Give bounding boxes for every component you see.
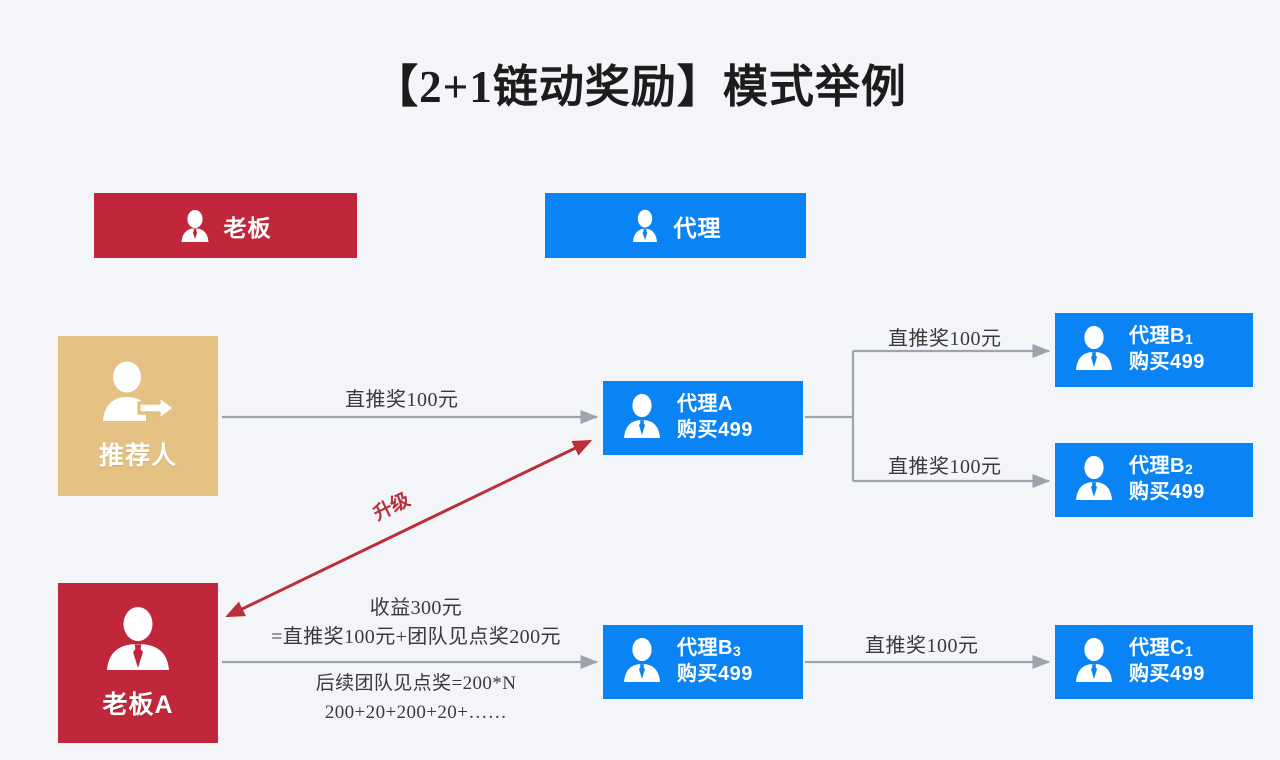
person-tie-icon — [1073, 325, 1115, 376]
node-label-referrer: 推荐人 — [98, 441, 177, 470]
node-agentC1[interactable]: 代理C1 购买499 — [1055, 625, 1253, 699]
person-tie-icon — [101, 606, 175, 677]
node-purchase-agentB3: 购买499 — [677, 663, 753, 685]
boss-future-line2: 200+20+200+20+…… — [324, 701, 508, 723]
node-name-agentB1: 代理B1 — [1129, 325, 1194, 348]
person-tie-icon — [630, 209, 660, 243]
legend-label-agent: 代理 — [673, 214, 722, 241]
person-tie-icon — [1073, 455, 1115, 506]
edge-label-agentA-to-agentB1: 直推奖100元 — [888, 328, 1002, 350]
edge-label-upgrade: 升级 — [370, 489, 414, 526]
legend-item-agent[interactable]: 代理 — [545, 193, 806, 258]
page-title: 【2+1链动奖励】模式举例 — [373, 62, 907, 112]
node-purchase-agentA: 购买499 — [677, 419, 753, 441]
node-name-agentB3: 代理B3 — [677, 637, 742, 660]
node-agentA[interactable]: 代理A 购买499 — [603, 381, 803, 455]
edge-label-agentA-to-agentB2: 直推奖100元 — [888, 456, 1002, 478]
legend-item-boss[interactable]: 老板 — [94, 193, 357, 258]
person-tie-icon — [1073, 637, 1115, 688]
boss-earnings-line2: =直推奖100元+团队见点奖200元 — [271, 626, 561, 648]
node-name-agentB2: 代理B2 — [1129, 455, 1194, 478]
node-agentB2[interactable]: 代理B2 购买499 — [1055, 443, 1253, 517]
node-name-agentA: 代理A — [677, 393, 733, 416]
boss-future-note: 后续团队见点奖=200*N 200+20+200+20+…… — [236, 670, 596, 727]
node-purchase-agentB2: 购买499 — [1129, 481, 1205, 503]
edge-upgrade-bidirectional — [225, 439, 593, 618]
node-agentB1[interactable]: 代理B1 购买499 — [1055, 313, 1253, 387]
edge-label-referrer-to-agentA: 直推奖100元 — [345, 389, 459, 411]
node-name-agentC1: 代理C1 — [1129, 637, 1194, 660]
node-label-bossA: 老板A — [102, 690, 174, 719]
node-purchase-agentC1: 购买499 — [1129, 663, 1205, 685]
edge-label-agentB3-to-agentC1: 直推奖100元 — [865, 635, 979, 657]
boss-earnings-line1: 收益300元 — [369, 597, 463, 619]
node-bossA[interactable]: 老板A — [58, 583, 218, 743]
boss-earnings-note: 收益300元 =直推奖100元+团队见点奖200元 — [236, 594, 596, 652]
person-icon — [180, 209, 210, 243]
person-arrow-icon — [95, 361, 181, 428]
node-agentB3[interactable]: 代理B3 购买499 — [603, 625, 803, 699]
node-purchase-agentB1: 购买499 — [1129, 351, 1205, 373]
node-referrer[interactable]: 推荐人 — [58, 336, 218, 496]
person-tie-icon — [621, 637, 663, 688]
boss-future-line1: 后续团队见点奖=200*N — [315, 673, 517, 694]
legend-label-boss: 老板 — [223, 214, 272, 241]
person-tie-icon — [621, 393, 663, 444]
